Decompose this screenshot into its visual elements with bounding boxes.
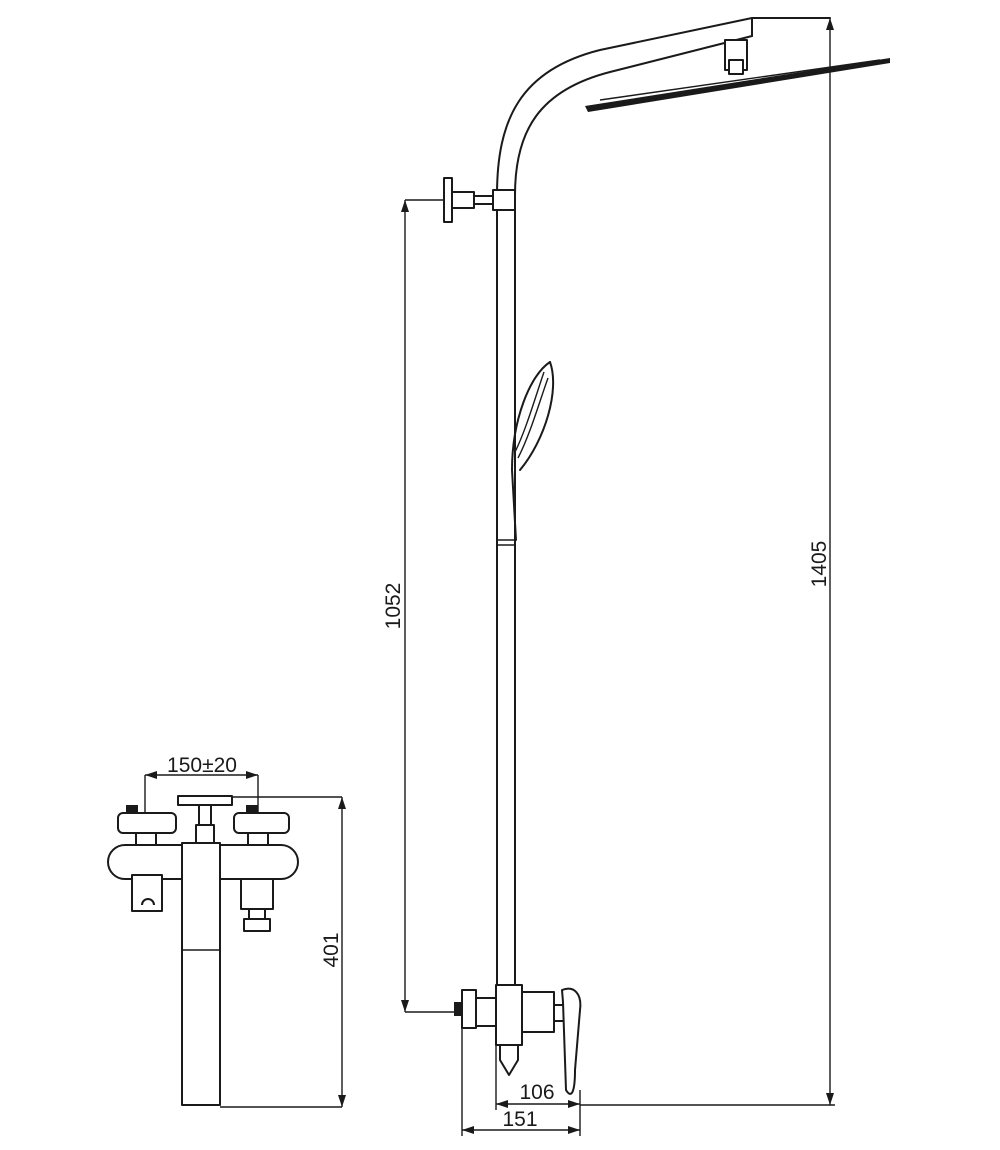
dimension-label-106: 106 [519,1081,554,1104]
dimension-150-20 [144,771,259,812]
dimension-label-151: 151 [502,1108,537,1131]
hand-shower [511,361,555,541]
wall-bracket [443,177,516,223]
shower-column [496,17,831,991]
dimension-1405 [826,18,834,1105]
shower-mixer-valve [454,984,582,1095]
overhead-shower-head [585,39,890,112]
dimension-106 [495,1045,580,1110]
dimension-label-401: 401 [320,932,343,967]
dimension-label-150-20: 150±20 [167,754,237,777]
dimension-label-1405: 1405 [808,541,831,588]
dimension-1052 [401,199,454,1013]
dimension-401 [220,796,346,1108]
dimension-151 [461,1028,581,1136]
dimension-label-1052: 1052 [382,583,405,630]
bath-faucet [107,795,299,1106]
